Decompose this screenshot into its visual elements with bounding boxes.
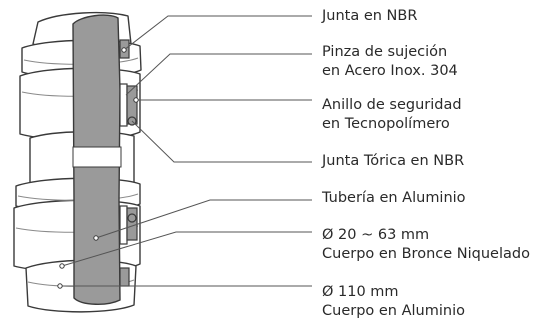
nbr-seal-lower [119, 267, 130, 287]
label-junta-torica: Junta Tórica en NBR [322, 153, 465, 169]
steel-collet-lower [119, 205, 128, 245]
steel-collet-upper [119, 83, 128, 127]
leader-pinza [125, 53, 312, 96]
label-anillo-seguridad: Anillo de seguridad en Tecnopolímero [322, 97, 462, 132]
safety-ring-lower [126, 207, 138, 241]
leader-junta-nbr [123, 15, 312, 51]
o-ring-lower [127, 213, 137, 223]
leader-lines [60, 15, 312, 287]
label-cuerpo-aluminio: Ø 110 mm Cuerpo en Aluminio [322, 284, 465, 319]
dot-aluminio [57, 283, 63, 289]
label-junta-nbr: Junta en NBR [322, 8, 418, 24]
label-tuberia-aluminio: Tubería en Aluminio [322, 190, 466, 206]
label-cuerpo-bronce: Ø 20 ~ 63 mm Cuerpo en Bronce Niquelado [322, 227, 530, 262]
leader-tuberia [95, 199, 312, 239]
dot-junta-nbr [121, 47, 127, 53]
neck-gap [72, 146, 122, 168]
dot-anillo [133, 97, 139, 103]
dot-tuberia [93, 235, 99, 241]
label-pinza-sujecion: Pinza de sujeción en Acero Inox. 304 [322, 44, 458, 79]
leader-bronce [61, 231, 312, 267]
leader-junta-torica [131, 120, 312, 163]
dot-bronce [59, 263, 65, 269]
